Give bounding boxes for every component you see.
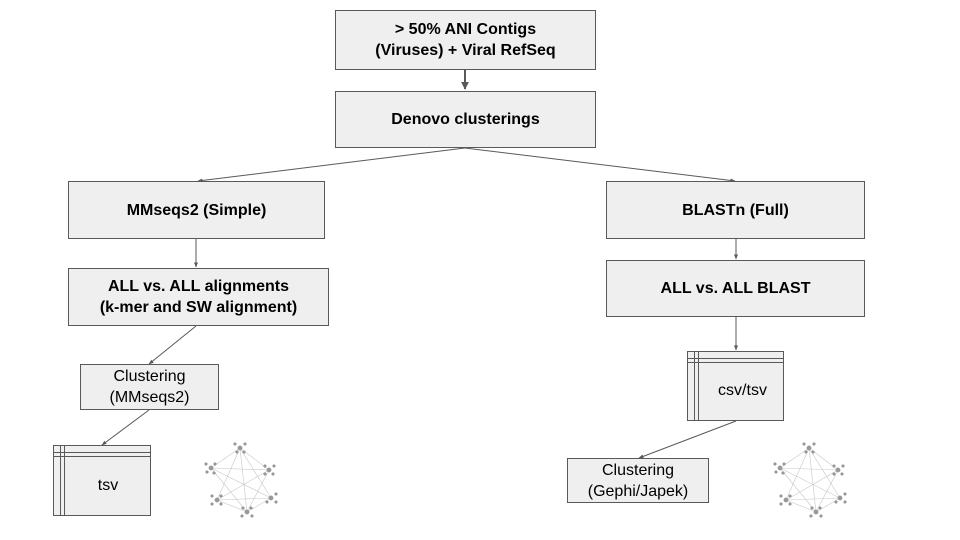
edge-denovo-to-mmseqs xyxy=(197,147,466,183)
edge-denovo-to-blastn xyxy=(464,147,736,183)
csv-tsv-label: csv/tsv xyxy=(718,382,767,399)
denovo-clusterings-node: Denovo clusterings xyxy=(335,91,596,148)
network-graph-icon xyxy=(773,442,847,518)
edge-csv-to-clustering xyxy=(638,420,737,459)
all-vs-all-alignments-node: ALL vs. ALL alignments (k-mer and SW ali… xyxy=(68,268,329,326)
blastn-full-node: BLASTn (Full) xyxy=(606,181,865,239)
mmseqs-simple-node: MMseqs2 (Simple) xyxy=(68,181,325,239)
network-graph-icon xyxy=(204,442,278,518)
edge-clustering-to-tsv xyxy=(101,409,150,446)
clustering-gephi-node: Clustering (Gephi/Japek) xyxy=(567,458,709,503)
clustering-mmseqs-node: Clustering (MMseqs2) xyxy=(80,364,219,410)
edge-alignments-to-clustering xyxy=(148,325,197,365)
csv-tsv-table-icon: csv/tsv xyxy=(687,351,784,421)
input-contigs-node: > 50% ANI Contigs (Viruses) + Viral RefS… xyxy=(335,10,596,70)
tsv-label: tsv xyxy=(97,476,119,494)
tsv-table-icon: tsv xyxy=(53,445,151,516)
all-vs-all-blast-node: ALL vs. ALL BLAST xyxy=(606,260,865,317)
